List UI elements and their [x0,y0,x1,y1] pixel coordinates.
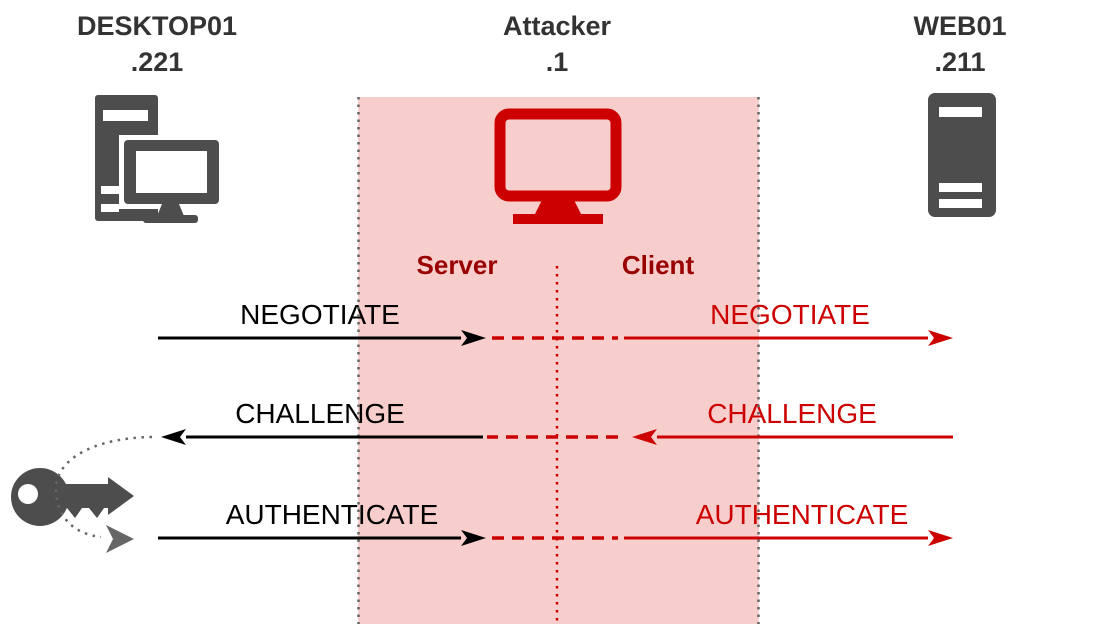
monitor-icon [494,108,622,224]
message-label-authenticate-victim: AUTHENTICATE [225,499,439,530]
role-label-client: Client [621,250,695,280]
message-label-challenge-victim: CHALLENGE [235,398,405,429]
node-ip-web: .211 [934,47,986,77]
node-ip-desktop: .221 [130,47,184,77]
message-label-challenge-target: CHALLENGE [707,398,877,429]
role-label-server: Server [416,250,498,280]
node-title-desktop: DESKTOP01 [76,11,238,41]
node-title-attacker: Attacker [502,11,612,41]
attacker-zone [358,97,759,624]
node-ip-attacker: .1 [545,47,569,77]
node-title-web: WEB01 [913,11,1007,41]
key-icon [11,468,134,526]
message-label-negotiate-victim: NEGOTIATE [240,299,400,330]
desktop-computer-icon [95,95,223,223]
server-icon [928,93,996,217]
message-label-negotiate-target: NEGOTIATE [710,299,870,330]
message-label-authenticate-target: AUTHENTICATE [695,499,909,530]
